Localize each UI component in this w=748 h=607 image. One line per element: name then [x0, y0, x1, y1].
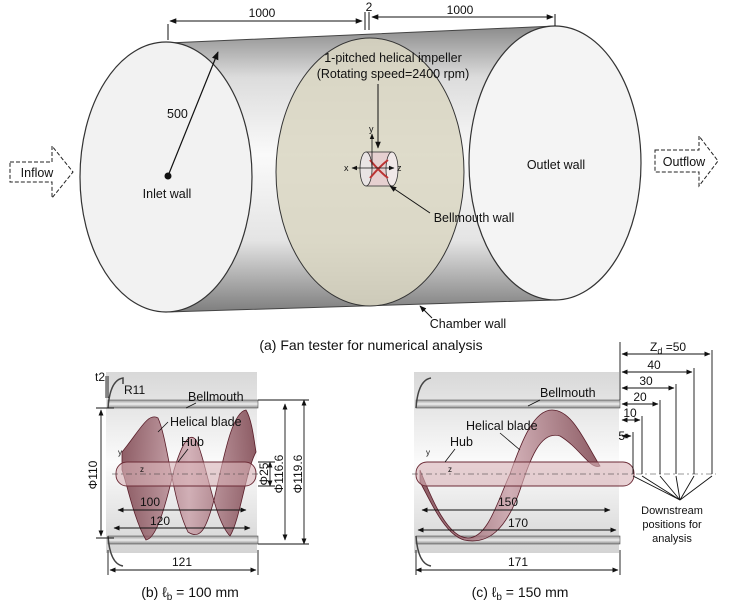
hub-label-c: Hub	[450, 435, 473, 449]
phi1196-label: Φ119.6	[291, 454, 305, 493]
axis-z-label-a: z	[397, 163, 402, 173]
bellmouth-label-b: Bellmouth	[188, 390, 244, 404]
impeller-detail	[351, 133, 399, 187]
caption-b: (b) ℓb = 100 mm	[141, 584, 239, 603]
bellmouth-top-c	[415, 399, 621, 409]
bellmouth-label-c: Bellmouth	[540, 386, 596, 400]
helical-blade-label-b: Helical blade	[170, 415, 242, 429]
impeller-label-line2: (Rotating speed=2400 rpm)	[317, 67, 470, 81]
inflow-label: Inflow	[21, 166, 55, 180]
axis-y-label-a: y	[369, 124, 374, 134]
chamber-wall-leader	[419, 305, 433, 319]
phi1166-label: Φ116.6	[272, 454, 286, 493]
t2-label: t2	[95, 370, 105, 384]
zd50-label: Zd =50	[650, 340, 686, 356]
inlet-wall-label: Inlet wall	[143, 187, 192, 201]
inflow-arrow	[9, 144, 74, 200]
bellmouth-lip-top-b	[107, 377, 124, 409]
downstream-label-line1: Downstream	[641, 505, 703, 517]
caption-c: (c) ℓb = 150 mm	[472, 584, 569, 603]
helical-blade-leader-c	[499, 432, 521, 451]
axis-z-label-b: z	[140, 465, 144, 474]
dim150-label: 150	[498, 495, 518, 509]
bellmouth-lip-bottom-c	[415, 535, 432, 567]
d10-label: 10	[623, 406, 637, 420]
radius-label: 500	[167, 107, 188, 121]
bellmouth-leader-c	[527, 399, 541, 407]
hub-leader-b	[177, 448, 189, 463]
dim100-label: 100	[140, 495, 160, 509]
d5-label: 5	[618, 429, 625, 443]
bellmouth-leader	[389, 185, 431, 214]
radius-line	[167, 51, 219, 177]
d20-label: 20	[633, 390, 647, 404]
r11-label: R11	[124, 383, 145, 397]
phi25-label: Φ25	[257, 462, 271, 485]
dim171-label: 171	[508, 555, 528, 569]
dim-left-length: 1000	[249, 6, 276, 20]
downstream-label-line2: positions for	[642, 519, 702, 531]
dim-right-length: 1000	[447, 3, 474, 17]
dim170-label: 170	[508, 516, 528, 530]
axis-y-label-b: y	[118, 448, 122, 457]
bellmouth-wall-label: Bellmouth wall	[434, 211, 515, 225]
axis-z-label-c: z	[448, 465, 452, 474]
hub-label-b: Hub	[181, 435, 204, 449]
helical-blade-label-c: Helical blade	[466, 419, 538, 433]
bellmouth-lip-bottom-b	[107, 535, 124, 567]
chamber-wall-label: Chamber wall	[430, 317, 506, 331]
bellmouth-leader-b	[185, 402, 197, 409]
dim-gap: 2	[366, 0, 373, 14]
hub-leader-c	[444, 448, 456, 463]
phi110-label: Φ110	[86, 460, 100, 489]
dim120-label: 120	[150, 514, 170, 528]
panel-c: 150 170 171 Zd =50 40 30 20 10 5 Downstr…	[412, 340, 716, 603]
impeller-label-line1: 1-pitched helical impeller	[324, 51, 462, 65]
helical-blade-leader-b	[157, 421, 169, 433]
outflow-arrow	[654, 134, 719, 188]
axis-x-label-a: x	[344, 163, 349, 173]
d30-label: 30	[639, 374, 653, 388]
bellmouth-lip-top-c	[415, 377, 432, 409]
downstream-label-line3: analysis	[652, 533, 692, 545]
panel-b: Φ110 Φ25 Φ116.6 Φ119.6 100 120 121 t2 R1…	[86, 370, 309, 603]
panel-a: 1000 2 1000 500 Inlet wall Outlet wall I…	[9, 0, 719, 353]
outflow-label: Outflow	[663, 155, 706, 169]
d40-label: 40	[647, 358, 661, 372]
bellmouth-bottom-c	[415, 535, 621, 545]
caption-a: (a) Fan tester for numerical analysis	[259, 337, 482, 353]
outlet-wall-label: Outlet wall	[527, 158, 585, 172]
axis-y-label-c: y	[426, 448, 430, 457]
bellmouth-bottom-b	[107, 535, 259, 545]
inlet-center-dot	[164, 172, 172, 180]
top-dimension	[167, 12, 556, 40]
dim121-label: 121	[172, 555, 192, 569]
